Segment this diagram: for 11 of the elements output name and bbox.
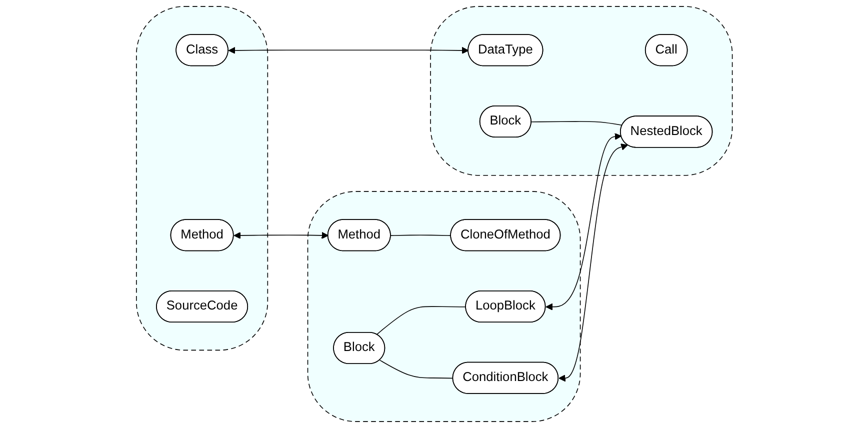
cluster bbox=[136, 6, 268, 351]
arrow bbox=[558, 144, 628, 382]
cluster bbox=[307, 191, 580, 422]
arrow bbox=[545, 133, 622, 310]
arrow bbox=[233, 232, 328, 239]
connector bbox=[530, 121, 622, 126]
cluster bbox=[430, 6, 732, 176]
connector bbox=[376, 306, 466, 335]
connector bbox=[379, 360, 454, 379]
connector bbox=[390, 234, 452, 236]
arrow bbox=[228, 46, 468, 54]
